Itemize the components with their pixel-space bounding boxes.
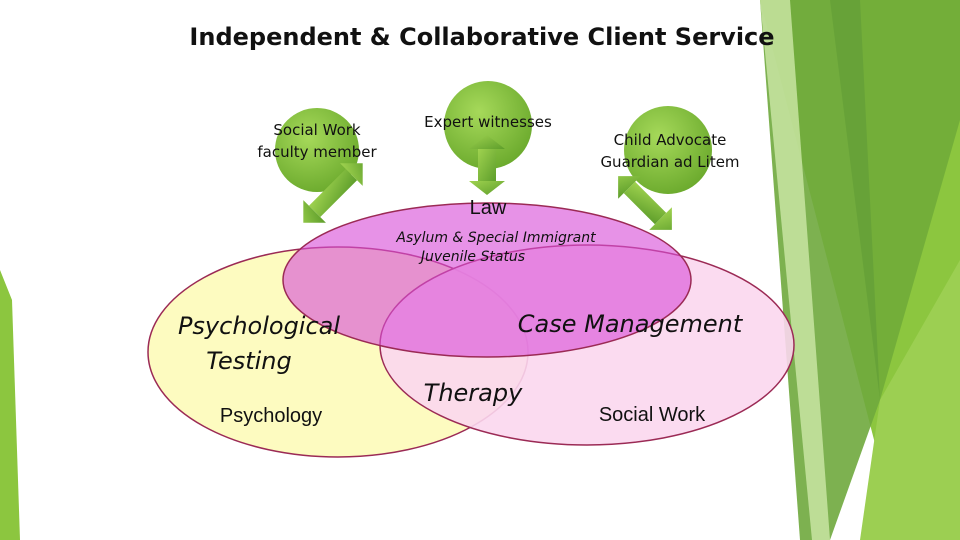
law-sublabel-line1: Asylum & Special Immigrant [395,230,596,246]
psychology-sublabel-line2: Testing [206,347,292,375]
social-work-sublabel: Case Management [518,310,744,338]
psychology-sublabel-line1: Psychological [178,312,340,340]
law-label: Law [470,197,507,219]
venn-diagram [147,202,795,458]
slide-title: Independent & Collaborative Client Servi… [189,23,774,51]
connector-arrows [303,135,672,230]
expert-label-social-work-line2: faculty member [257,143,377,161]
law-sublabel-line2: Juvenile Status [418,249,525,265]
psychology-label: Psychology [220,405,322,427]
expert-bubbles [275,81,712,194]
expert-bubble-witnesses [444,81,532,169]
therapy-label: Therapy [424,379,523,407]
law-circle [282,202,692,358]
expert-label-advocate-line1: Child Advocate [614,131,727,149]
expert-bubble-social-work [275,108,359,192]
expert-bubble-advocate [624,106,712,194]
expert-label-social-work-line1: Social Work [273,121,361,139]
expert-label-witnesses: Expert witnesses [424,113,552,131]
arrow-witnesses-to-law [469,135,505,195]
expert-label-advocate-line2: Guardian ad Litem [600,153,739,171]
arrow-social-work-to-law [303,163,363,223]
social-work-label: Social Work [599,404,706,426]
